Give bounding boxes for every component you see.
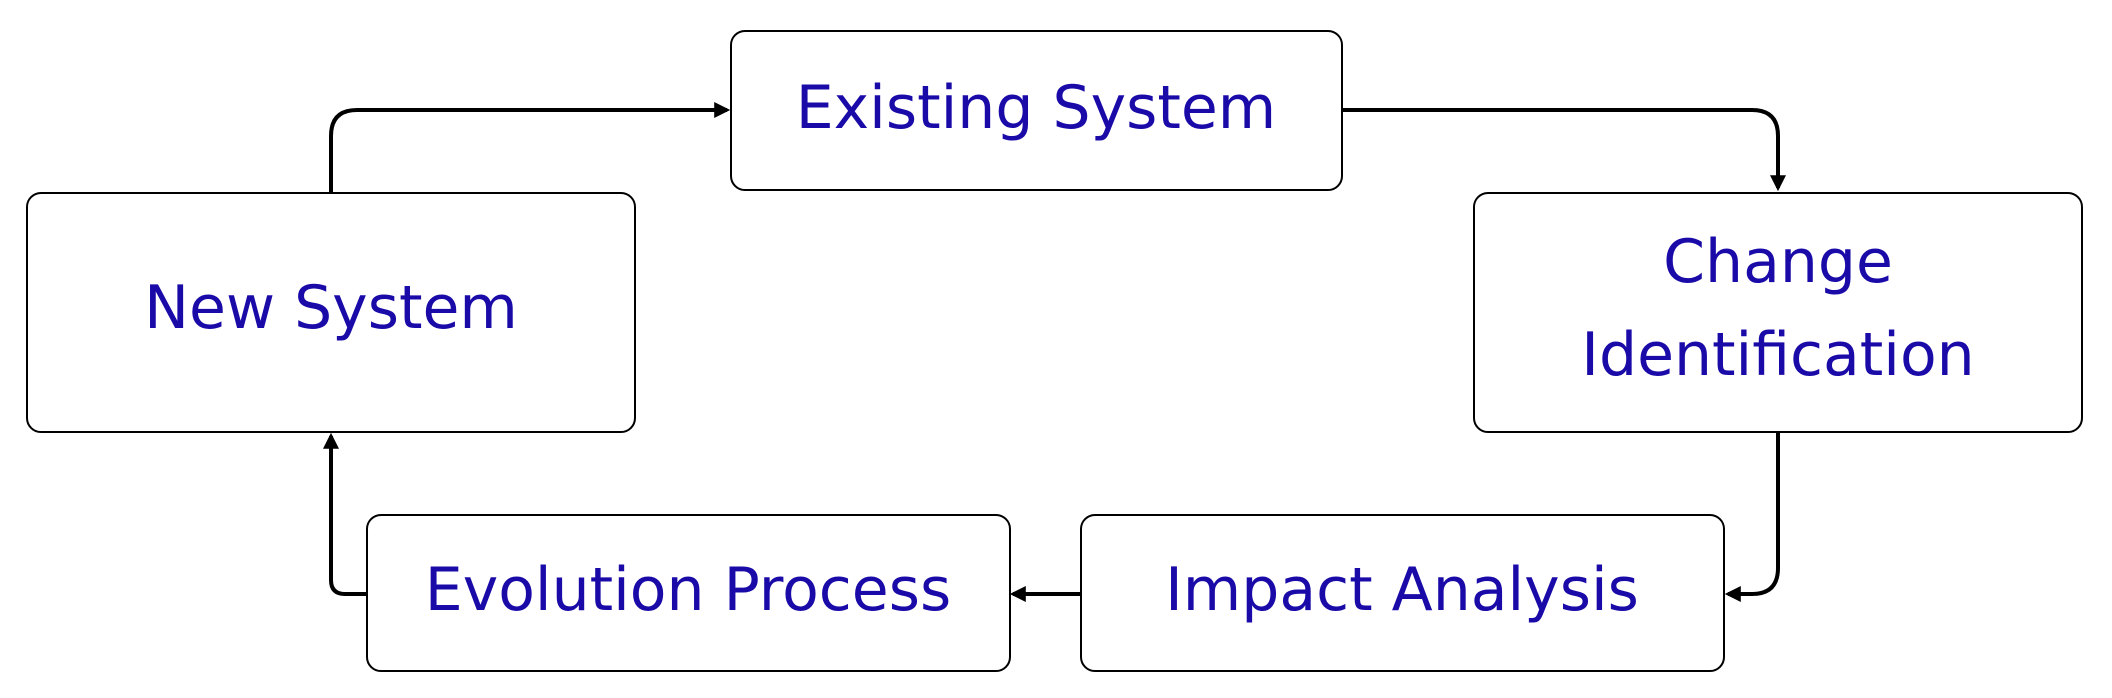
node-impact-analysis-label: Impact Analysis — [1165, 555, 1639, 625]
node-evolution-process-box — [366, 514, 1011, 672]
node-evolution-process-label: Evolution Process — [425, 555, 951, 625]
edge-evolution-to-new — [323, 432, 367, 596]
node-existing-system: Existing System — [730, 30, 1343, 191]
node-impact-analysis: Impact Analysis — [1080, 514, 1725, 672]
edge-existing-to-change — [1342, 108, 1786, 192]
node-change-identification-label-line1: Change — [1663, 227, 1893, 297]
node-change-identification-label-line2: Identification — [1581, 320, 1974, 390]
node-evolution-process: Evolution Process — [366, 514, 1011, 672]
node-new-system-label: New System — [144, 273, 518, 343]
node-existing-system-label: Existing System — [796, 73, 1276, 143]
node-new-system: New System — [26, 192, 636, 433]
node-change-identification-box — [1473, 192, 2083, 433]
node-impact-analysis-box — [1080, 514, 1725, 672]
edge-change-to-impact — [1724, 432, 1780, 602]
edge-new-to-existing — [329, 102, 731, 193]
node-new-system-box — [26, 192, 636, 433]
node-change-identification: Change Identification — [1473, 192, 2083, 433]
node-existing-system-box — [730, 30, 1343, 191]
